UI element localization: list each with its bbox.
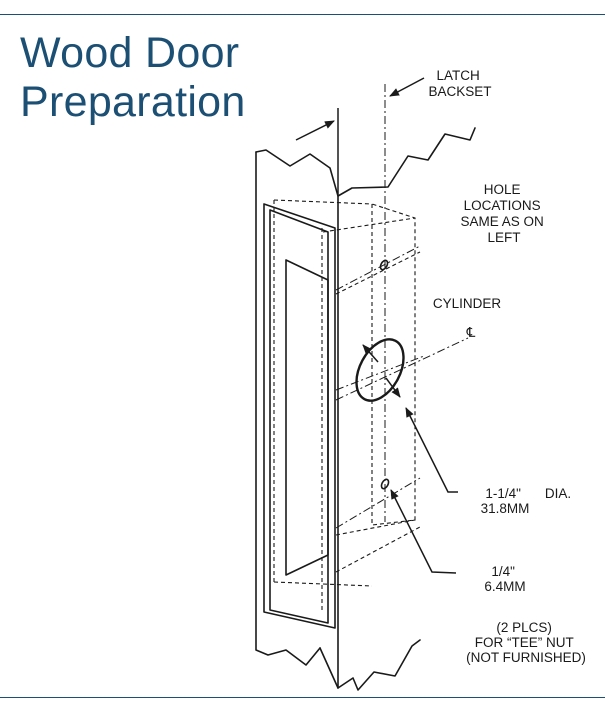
backset-arrow-left (295, 120, 335, 141)
title-line-2: Preparation (20, 78, 246, 126)
tee-nut-note: (2 PLCS) FOR “TEE” NUT (NOT FURNISHED) (466, 620, 586, 665)
bottom-rule (0, 697, 605, 698)
lower-small-hole (380, 478, 390, 490)
mortise-bottom (273, 581, 373, 587)
face-edge (263, 203, 336, 629)
large-hole-leader (405, 407, 458, 493)
top-rule (0, 14, 605, 15)
cylinder-hole (355, 338, 405, 402)
title-line-1: Wood Door (20, 29, 240, 77)
mortise-mid-4 (335, 519, 416, 536)
small-hole-leader (390, 489, 457, 574)
face-recess (285, 259, 329, 576)
door-left-face (255, 151, 321, 666)
mortise-mid-2 (335, 251, 421, 295)
centerline-symbol: ℄ (466, 325, 476, 340)
cylinder-centerline-b (335, 355, 425, 391)
backset-arrow-right (389, 77, 425, 97)
door-front-corner (337, 195, 421, 691)
face-edge-inner (269, 209, 329, 624)
door-edge-outline (255, 127, 476, 197)
door-front-face-bottom (319, 647, 339, 689)
dia-label: DIA. (545, 486, 571, 501)
dia-arrow-2 (385, 377, 401, 398)
mortise-mid-1 (322, 217, 416, 233)
mortise-mid-3 (335, 526, 421, 573)
cylinder-label: CYLINDER (433, 296, 502, 311)
dia-arrow-1 (362, 344, 379, 363)
lower-hole-centerline (335, 477, 421, 529)
upper-hole-centerline (335, 245, 421, 291)
upper-small-hole (379, 259, 389, 271)
large-hole-size-label: 1-1/4" 31.8MM (481, 486, 530, 516)
page-title: Wood Door Preparation (20, 29, 246, 127)
latch-backset-label: LATCH BACKSET (428, 68, 491, 99)
small-hole-size-label: 1/4" 6.4MM (484, 564, 525, 594)
mortise-top (273, 199, 373, 205)
hole-locations-label: HOLE LOCATIONS SAME AS ON LEFT (460, 182, 547, 245)
